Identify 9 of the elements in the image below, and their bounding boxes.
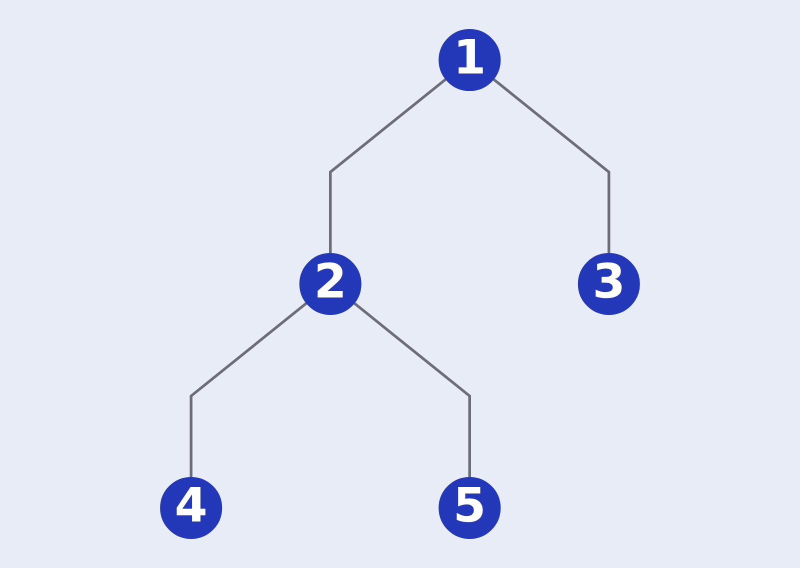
connector <box>492 78 610 254</box>
connector <box>329 78 448 254</box>
node-circle: 4 <box>160 476 222 539</box>
node-circle: 5 <box>438 476 501 539</box>
connector <box>352 302 471 478</box>
node-circle: 3 <box>578 252 640 316</box>
node-circle: 1 <box>438 29 501 92</box>
connector <box>190 302 308 478</box>
node-circle: 2 <box>299 252 362 316</box>
